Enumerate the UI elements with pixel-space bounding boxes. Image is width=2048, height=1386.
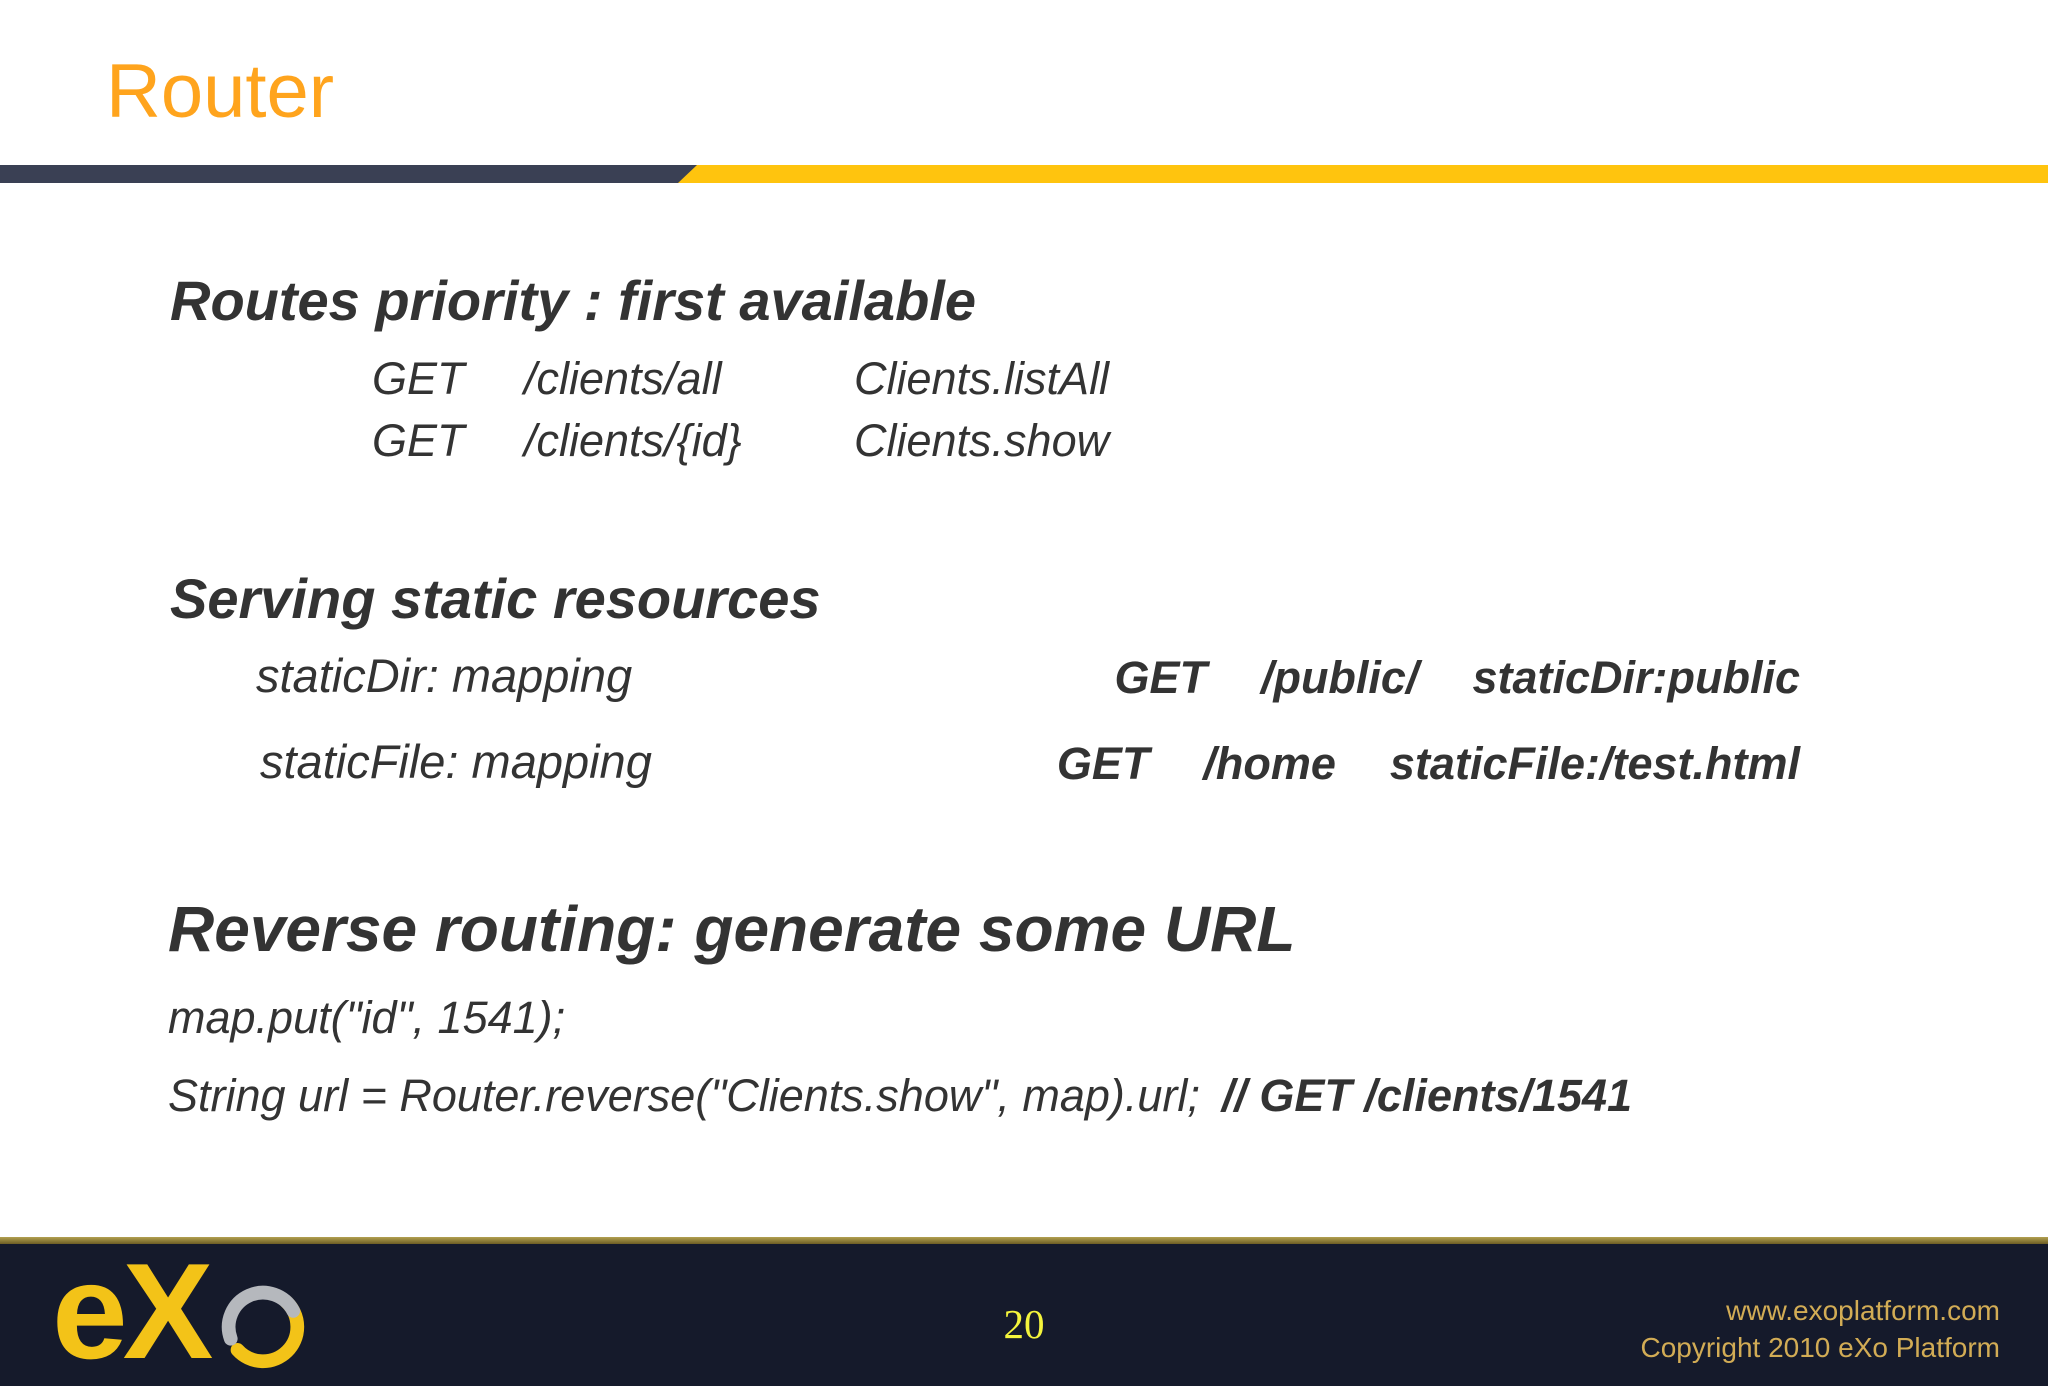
code-reverse-comment: // GET /clients/1541 [1221, 1070, 1633, 1121]
static-resources-heading: Serving static resources [170, 567, 821, 630]
code-reverse-line: String url = Router.reverse("Clients.sho… [168, 1070, 1632, 1122]
routes-priority-heading: Routes priority : first available [170, 269, 976, 332]
mapping-path: /public/ [1260, 652, 1419, 703]
route-action: Clients.show [854, 415, 1110, 466]
mapping-method: GET [1056, 738, 1150, 789]
title-divider-dark [0, 165, 697, 183]
slide-title: Router [106, 49, 335, 134]
exo-logo-o-ring-icon [222, 1285, 305, 1368]
static-file-label: staticFile: mapping [260, 735, 652, 788]
footer-credits: www.exoplatform.com Copyright 2010 eXo P… [1640, 1292, 2000, 1366]
footer-website: www.exoplatform.com [1726, 1295, 2000, 1326]
static-dir-mapping: GET /public/ staticDir:public [1114, 652, 1800, 704]
mapping-target: staticFile:/test.html [1389, 738, 1800, 789]
mapping-method: GET [1114, 652, 1207, 703]
footer-gold-line [0, 1237, 2048, 1244]
route-path: /clients/{id} [524, 415, 742, 466]
route-path: /clients/all [524, 353, 722, 404]
route-action: Clients.listAll [854, 353, 1110, 404]
footer-copyright: Copyright 2010 eXo Platform [1640, 1332, 2000, 1363]
static-dir-label: staticDir: mapping [256, 649, 633, 702]
route-method: GET [372, 353, 465, 404]
mapping-target: staticDir:public [1472, 652, 1800, 703]
mapping-path: /home [1203, 738, 1336, 789]
reverse-routing-heading: Reverse routing: generate some URL [168, 893, 1296, 965]
code-reverse-statement: String url = Router.reverse("Clients.sho… [168, 1070, 1200, 1121]
static-file-mapping: GET /home staticFile:/test.html [1057, 738, 1800, 790]
page-number: 20 [1003, 1301, 1045, 1347]
exo-logo-letter-e: e [52, 1235, 128, 1386]
route-method: GET [372, 415, 465, 466]
code-map-put: map.put("id", 1541); [168, 992, 566, 1043]
exo-logo-letter-x: X [122, 1235, 214, 1386]
routes-table: GET /clients/all Clients.listAll GET /cl… [372, 352, 1109, 468]
